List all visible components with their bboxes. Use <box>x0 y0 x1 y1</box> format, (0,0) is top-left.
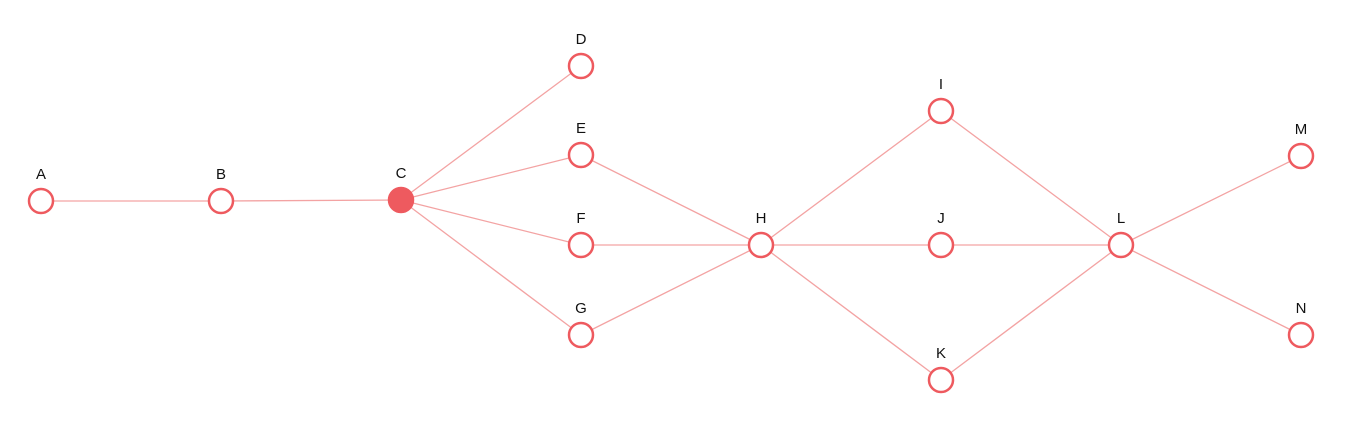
node-circle[interactable] <box>927 366 955 394</box>
edge-c-f <box>400 199 582 246</box>
node-circle[interactable] <box>927 97 955 125</box>
node-f[interactable]: F <box>567 210 595 259</box>
node-e[interactable]: E <box>567 120 595 169</box>
node-circle[interactable] <box>927 231 955 259</box>
node-label-a: A <box>36 166 46 183</box>
node-label-j: J <box>937 210 945 227</box>
edge-g-h <box>580 244 762 336</box>
node-label-h: H <box>756 210 767 227</box>
edge-c-d <box>400 65 582 201</box>
node-b[interactable]: B <box>207 166 235 215</box>
node-circle[interactable] <box>567 141 595 169</box>
node-n[interactable]: N <box>1287 300 1315 349</box>
edge-l-n <box>1120 244 1302 336</box>
node-label-k: K <box>936 345 946 362</box>
node-l[interactable]: L <box>1107 210 1135 259</box>
node-label-b: B <box>216 166 226 183</box>
edge-h-k <box>760 244 942 381</box>
node-k[interactable]: K <box>927 345 955 394</box>
nodes-layer: A B C D E F G H I J K L M N <box>27 31 1315 394</box>
node-g[interactable]: G <box>567 300 595 349</box>
node-d[interactable]: D <box>567 31 595 80</box>
node-label-f: F <box>576 210 585 227</box>
node-circle[interactable] <box>747 231 775 259</box>
edge-l-m <box>1120 155 1302 246</box>
node-label-c: C <box>396 165 407 182</box>
node-h[interactable]: H <box>747 210 775 259</box>
node-circle[interactable] <box>207 187 235 215</box>
node-circle[interactable] <box>567 321 595 349</box>
node-label-i: I <box>939 76 943 93</box>
node-label-d: D <box>576 31 587 48</box>
node-a[interactable]: A <box>27 166 55 215</box>
edge-i-l <box>940 110 1122 246</box>
node-c[interactable]: C <box>387 165 415 214</box>
edge-c-e <box>400 154 582 201</box>
edge-b-c <box>220 199 402 202</box>
node-i[interactable]: I <box>927 76 955 125</box>
edge-c-g <box>400 199 582 336</box>
edge-k-l <box>940 244 1122 381</box>
node-circle[interactable] <box>27 187 55 215</box>
selected-node-circle[interactable] <box>387 186 415 214</box>
node-circle[interactable] <box>567 231 595 259</box>
node-circle[interactable] <box>1107 231 1135 259</box>
node-label-n: N <box>1296 300 1307 317</box>
node-label-e: E <box>576 120 586 137</box>
node-label-m: M <box>1295 121 1308 138</box>
edge-e-h <box>580 154 762 246</box>
edges-layer <box>41 65 1302 381</box>
node-label-l: L <box>1117 210 1125 227</box>
node-circle[interactable] <box>1287 321 1315 349</box>
edge-h-i <box>760 110 942 246</box>
node-j[interactable]: J <box>927 210 955 259</box>
node-label-g: G <box>575 300 587 317</box>
node-circle[interactable] <box>1287 142 1315 170</box>
node-m[interactable]: M <box>1287 121 1315 170</box>
node-circle[interactable] <box>567 52 595 80</box>
